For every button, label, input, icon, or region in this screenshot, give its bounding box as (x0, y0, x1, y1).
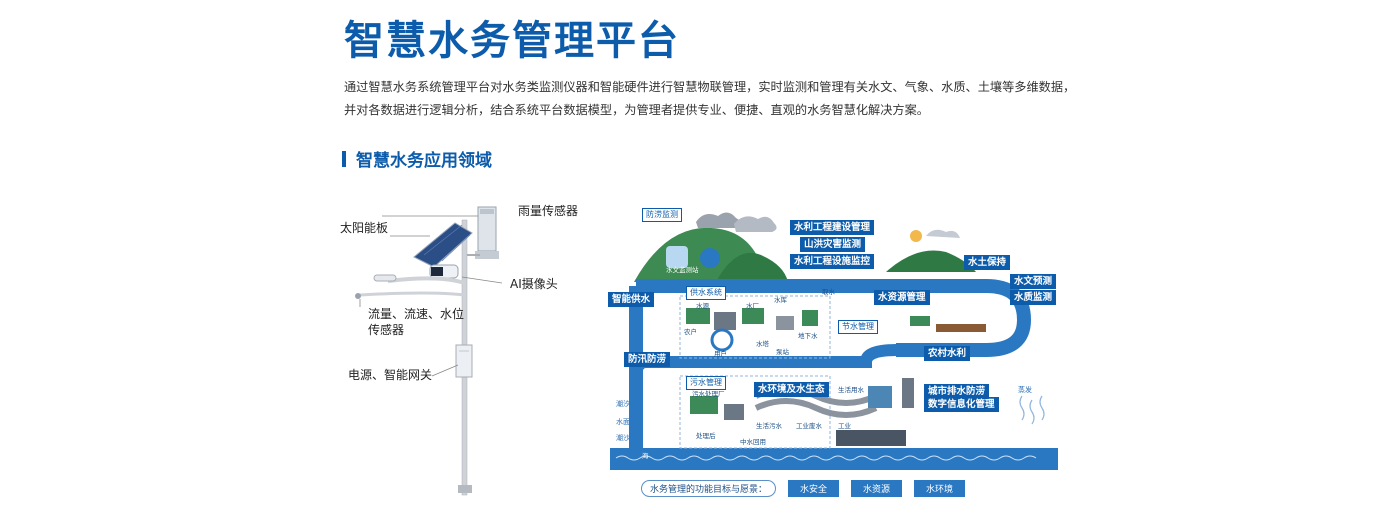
side-label-tide: 潮汐 (616, 400, 630, 408)
tag-flood-control: 防汛防涝 (624, 352, 671, 367)
tiny-sewage-plant: 污水处理厂 (692, 390, 725, 398)
flood-monitor-tag: 防涝监测 (642, 208, 682, 222)
side-label-sand: 潮沙 (616, 434, 630, 442)
tiny-water-tower: 水塔 (756, 340, 769, 348)
tag-water-quality: 水质监测 (1010, 290, 1057, 305)
tiny-household: 用户 (714, 350, 727, 358)
intro-line-1: 通过智慧水务系统管理平台对水务类监测仪器和智能硬件进行智慧物联管理，实时监测和管… (344, 80, 1076, 94)
ai-camera-label: AI摄像头 (510, 277, 558, 291)
tag-water-environment: 水环境及水生态 (754, 382, 829, 397)
flow-sensor-label-line1: 流量、流速、水位 (368, 307, 465, 321)
section-accent-bar (342, 150, 346, 167)
rain-sensor-label: 雨量传感器 (518, 204, 579, 218)
goals-bar: 水务管理的功能目标与愿景： 水安全 水资源 水环境 (641, 480, 966, 497)
intro-text: 通过智慧水务系统管理平台对水务类监测仪器和智能硬件进行智慧物联管理，实时监测和管… (344, 76, 1076, 122)
goals-lead: 水务管理的功能目标与愿景： (641, 480, 777, 497)
flow-sensor-label-line2: 传感器 (368, 323, 405, 337)
goal-water-safety: 水安全 (788, 480, 840, 497)
page-title: 智慧水务管理平台 (344, 18, 680, 64)
tag-urban-drainage-2: 数字信息化管理 (924, 397, 999, 412)
tiny-village: 农户 (684, 328, 697, 336)
sea-label: 海 (642, 452, 649, 460)
smart-water-scheme: 防涝监测 水文监测站 水利工程建设管理 山洪灾害监测 水利工程设施监控 水土保持… (606, 200, 1062, 502)
tiny-treated: 处理后 (696, 432, 716, 440)
side-label-surface: 水面 (616, 418, 630, 426)
tiny-domestic: 生活用水 (838, 386, 864, 394)
tag-soil-conservation: 水土保持 (964, 255, 1011, 270)
evaporation-label: 蒸发 (1018, 386, 1032, 394)
hydro-station-label: 水文监测站 (666, 266, 699, 274)
section-title: 智慧水务应用领域 (356, 151, 492, 171)
tag-rural-water: 农村水利 (924, 346, 971, 361)
tiny-water-source: 水源 (696, 302, 709, 310)
tiny-life-sewage: 生活污水 (756, 422, 782, 430)
tiny-pump: 泵站 (776, 348, 789, 356)
goal-water-resource: 水资源 (851, 480, 903, 497)
tag-smart-supply: 智能供水 (608, 292, 655, 307)
monitoring-pole-figure: 雨量传感器 太阳能板 AI摄像头 流量、流速、水位 传感器 电源、智能网关 (330, 195, 610, 500)
tag-flash-flood: 山洪灾害监测 (800, 237, 866, 252)
intro-line-2: 并对各数据进行逻辑分析，结合系统平台数据模型，为管理者提供专业、便捷、直观的水务… (344, 103, 929, 117)
tag-supply-system: 供水系统 (686, 286, 726, 300)
river-label: 河川 (646, 394, 654, 413)
section-heading: 智慧水务应用领域 (342, 146, 492, 171)
tag-facility-monitor: 水利工程设施监控 (790, 254, 875, 269)
tiny-industry: 工业 (838, 422, 851, 430)
power-gateway-label: 电源、智能网关 (348, 368, 433, 382)
tiny-intake: 取水 (822, 288, 835, 296)
scheme-illustration (610, 212, 1058, 470)
goal-water-environment: 水环境 (914, 480, 966, 497)
tiny-water-plant: 水厂 (746, 302, 759, 310)
tiny-reuse: 中水回用 (740, 438, 766, 446)
tag-water-resource: 水资源管理 (874, 290, 930, 305)
tag-water-saving: 节水管理 (838, 320, 878, 334)
solar-panel-label: 太阳能板 (340, 221, 389, 235)
tag-sewage-system: 污水管理 (686, 376, 726, 390)
tiny-reservoir: 水库 (774, 296, 787, 304)
tiny-industry-sewage: 工业废水 (796, 422, 822, 430)
tag-hydro-forecast: 水文预测 (1010, 274, 1057, 289)
tag-urban-drainage-1: 城市排水防涝 (924, 384, 990, 399)
tag-hydraulic-construction: 水利工程建设管理 (790, 220, 875, 235)
tiny-groundwater: 地下水 (798, 332, 818, 340)
monitoring-pole-illustration (355, 206, 503, 496)
